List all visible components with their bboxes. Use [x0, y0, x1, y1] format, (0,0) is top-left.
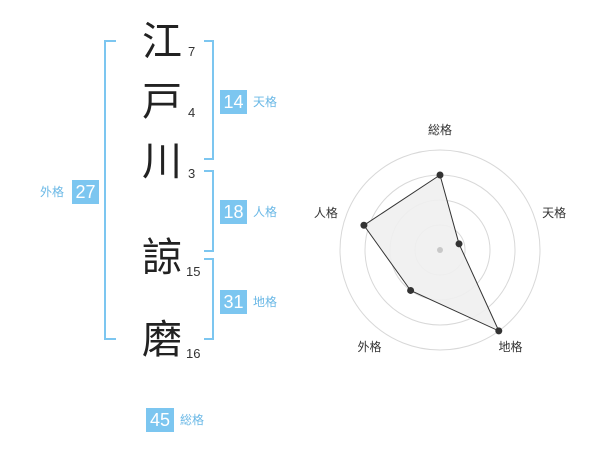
- tenkaku-label: 天格: [253, 95, 278, 109]
- chikaku-label: 地格: [253, 295, 278, 309]
- chikaku-value: 31: [220, 290, 247, 314]
- radar-axis-label-3: 地格: [499, 339, 523, 354]
- name-char-5: 磨: [142, 317, 182, 363]
- radar-center-dot: [437, 247, 443, 253]
- name-char-1: 江: [142, 19, 182, 65]
- radar-polygon: [363, 174, 500, 332]
- stroke-count-4: 15: [186, 264, 201, 279]
- radar-axis-label-1: 総格: [428, 122, 452, 137]
- name-char-2: 戸: [142, 79, 182, 125]
- tenkaku-value: 14: [220, 90, 247, 114]
- jinkaku-label: 人格: [253, 205, 278, 219]
- radar-point-4: [407, 286, 415, 294]
- tenkaku-bracket: [204, 40, 214, 160]
- radar-point-1: [436, 171, 444, 179]
- jinkaku-value: 18: [220, 200, 247, 224]
- radar-axis-label-4: 外格: [357, 339, 381, 354]
- jinkaku-bracket: [204, 170, 214, 252]
- soukaku-label: 総格: [180, 413, 205, 427]
- soukaku-value: 45: [146, 408, 174, 432]
- radar-axis-label-2: 天格: [542, 205, 566, 220]
- name-char-4: 諒: [142, 235, 182, 281]
- radar-point-2: [455, 240, 463, 248]
- radar-point-5: [360, 221, 368, 229]
- radar-point-3: [495, 327, 503, 335]
- gaikaku-value: 27: [72, 180, 99, 204]
- stroke-count-2: 4: [188, 105, 196, 120]
- gaikaku-bracket: [104, 40, 116, 340]
- name-char-3: 川: [142, 139, 182, 185]
- stroke-count-1: 7: [188, 44, 196, 59]
- gaikaku-label: 外格: [40, 185, 65, 199]
- stroke-count-3: 3: [188, 166, 196, 181]
- radar-ring-4: [339, 149, 541, 351]
- stroke-count-5: 16: [186, 346, 201, 361]
- radar-axis-label-5: 人格: [314, 205, 338, 220]
- chikaku-bracket: [204, 258, 214, 340]
